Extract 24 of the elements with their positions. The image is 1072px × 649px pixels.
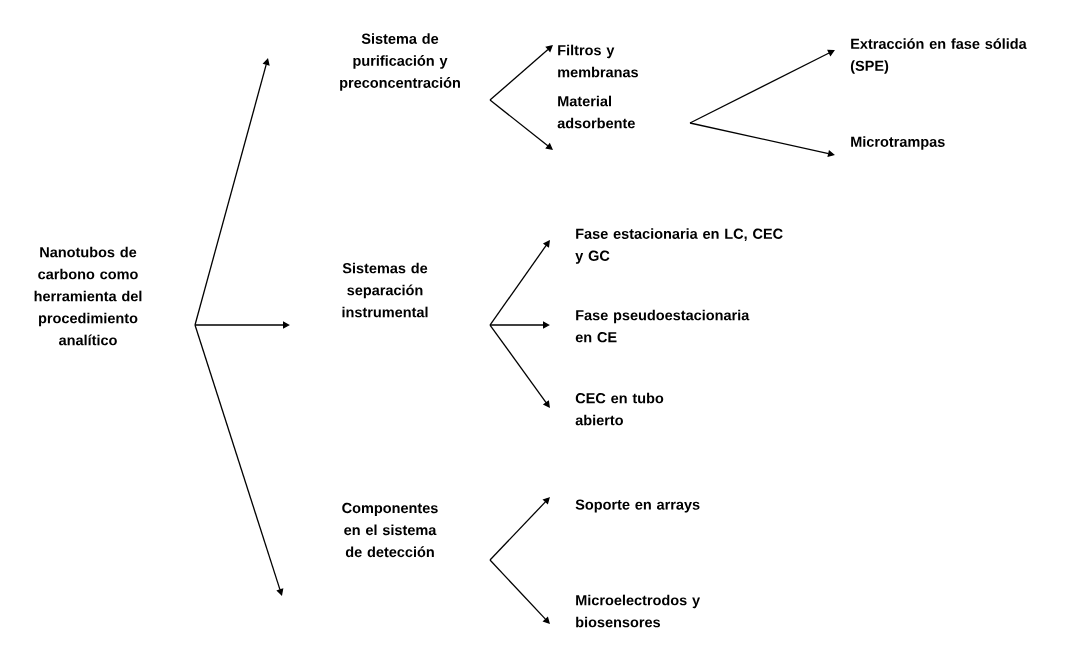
arrow (489, 321, 550, 329)
text-label: Material adsorbente (557, 95, 635, 129)
text-label: Sistemas de separación instrumental (342, 262, 428, 318)
arrow (194, 321, 290, 329)
text-label: Microtrampas (851, 136, 945, 150)
text-label: Sistema de purificación y preconcentración (340, 33, 460, 91)
arrow (489, 45, 553, 101)
arrow (194, 324, 284, 596)
text-label: Fase estacionaria en LC, CEC y GC (575, 228, 783, 264)
text-label: Extracción en fase sólida (SPE) (850, 38, 1027, 74)
arrow (689, 49, 835, 124)
arrow (489, 99, 553, 150)
text-label: Componentes en el sistema de detección (342, 502, 438, 558)
arrow (489, 324, 550, 408)
text-label: CEC en tubo abierto (575, 392, 664, 426)
text-label: Fase pseudoestacionaria en CE (575, 309, 750, 343)
arrow (194, 58, 270, 326)
text-label: Microelectrodos y biosensores (576, 594, 700, 628)
text-label: Nanotubos de carbono como herramienta del procedimiento analítico (34, 246, 142, 346)
arrow (489, 559, 550, 624)
arrow (489, 240, 550, 326)
arrow (489, 497, 550, 561)
text-label: Filtros y membranas (558, 44, 638, 78)
text-label: Soporte en arrays (575, 499, 700, 513)
